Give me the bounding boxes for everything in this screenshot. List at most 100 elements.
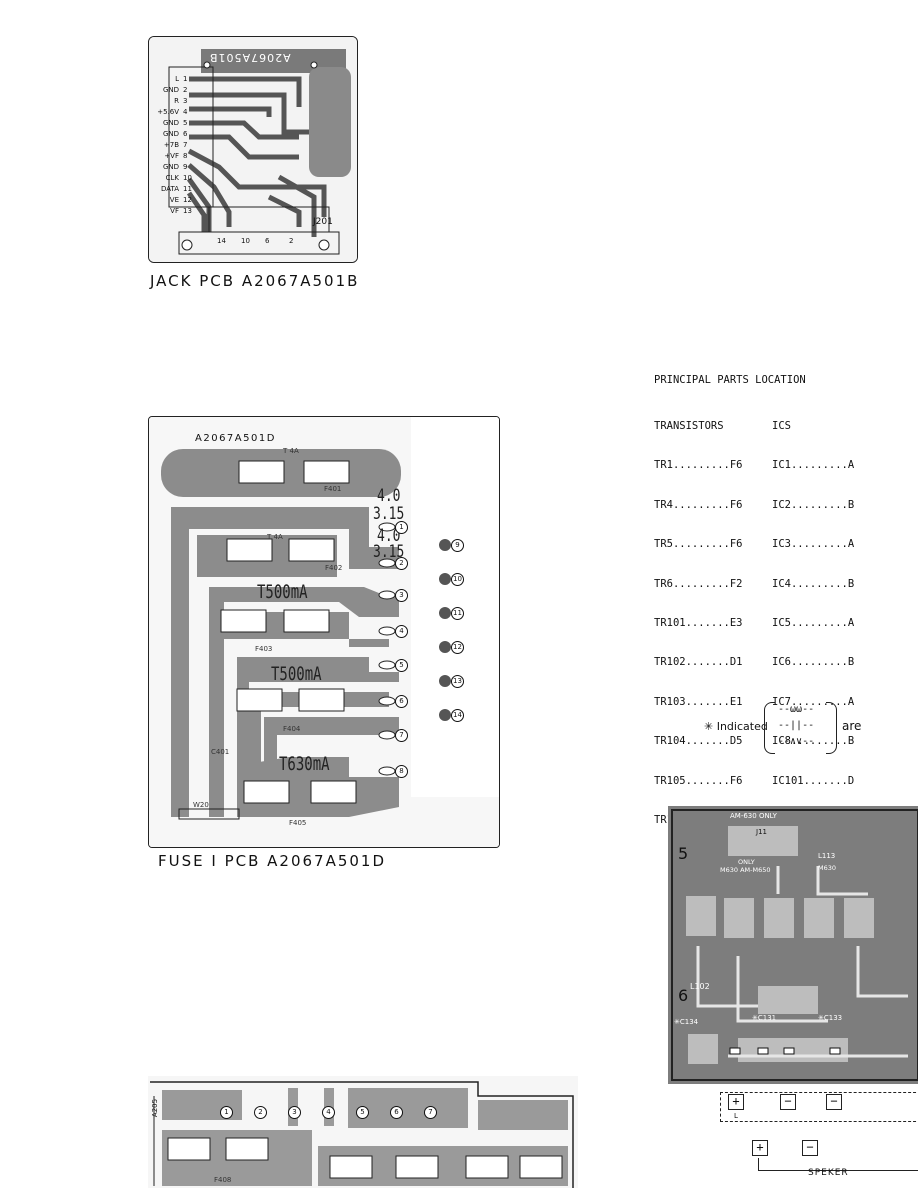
voltage-label: 4.0: [377, 486, 401, 507]
output-number: 1: [395, 521, 408, 534]
fuse-rating: T500mA: [257, 582, 308, 604]
voltage-label: 4.0: [377, 526, 401, 547]
output-number: 4: [395, 625, 408, 638]
jack-connector-label: J201: [313, 217, 333, 227]
tuner-label: ✳C131: [752, 1014, 777, 1022]
output-number: 7: [424, 1106, 437, 1119]
pin-number: 8: [183, 152, 188, 160]
terminal-sign: −: [826, 1094, 842, 1110]
bottom-pin-number: 14: [217, 237, 226, 245]
capacitor-label: C401: [211, 748, 230, 756]
side-number: 11: [451, 607, 464, 620]
jack-pcb: A2067A501B J201 L GND R +5.6V GND GND +7…: [148, 36, 358, 263]
legend-symbol: --ωω--: [778, 704, 815, 715]
fuse1-pcb-traces: [149, 417, 499, 847]
legend-suffix: are: [842, 719, 862, 733]
bottom-pin-number: 10: [241, 237, 250, 245]
ics-header: ICS: [772, 420, 791, 432]
pin-number: 13: [183, 207, 192, 215]
pin-label: VF: [170, 207, 179, 215]
side-number: 12: [451, 641, 464, 654]
legend-symbol: --∧∨--: [778, 736, 815, 747]
output-number: 4: [322, 1106, 335, 1119]
fuse2-board-text: A205: [151, 1098, 160, 1118]
tuner-label: ✳C134: [674, 1018, 699, 1026]
legend-symbol: --||--: [778, 720, 815, 731]
ic-column: ICS IC1.........A IC2.........B IC3.....…: [772, 396, 854, 814]
pin-label: +7B: [163, 141, 179, 149]
output-number: 6: [395, 695, 408, 708]
pin-number: 10: [183, 174, 192, 182]
speaker-label: SPEKER: [808, 1168, 849, 1178]
fuse-rating: T630mA: [279, 754, 330, 776]
ic-entry: IC8.........B: [772, 735, 855, 748]
pin-label: +VF: [164, 152, 179, 160]
voltage-label: 3.15: [373, 504, 405, 525]
pin-number: 11: [183, 185, 192, 193]
legend-marker-text: ✳ Indicated: [704, 720, 768, 733]
pin-label: R: [174, 97, 179, 105]
transistor-entry: TR6.........F2: [654, 577, 743, 590]
output-number: 3: [395, 589, 408, 602]
transistor-entry: TR101.......E3: [654, 616, 743, 629]
output-number: 5: [356, 1106, 369, 1119]
terminal-outline: [720, 1092, 918, 1122]
transistor-entry: TR5.........F6: [654, 538, 743, 551]
pin-number: 6: [183, 130, 188, 138]
tuner-label: ✳C133: [818, 1014, 843, 1022]
side-number: 9: [451, 539, 464, 552]
pin-number: 2: [183, 86, 188, 94]
ic-entry: IC6.........B: [772, 656, 855, 669]
output-number: 3: [288, 1106, 301, 1119]
legend-left-bracket: [764, 702, 775, 754]
terminal-caption: L: [734, 1112, 738, 1120]
tuner-label: M630 AM-M650: [720, 866, 771, 874]
pin-label: +5.6V: [157, 108, 179, 116]
pin-label: CLK: [165, 174, 179, 182]
pin-label: GND: [162, 130, 179, 138]
output-number: 6: [390, 1106, 403, 1119]
fuse-rating: T 4A: [267, 533, 283, 541]
transistor-entry: TR102.......D1: [654, 656, 743, 669]
pin-label: GND: [162, 163, 179, 171]
jack-pcb-board-text: A2067A501B: [209, 51, 291, 64]
transistor-entry: TR105.......F6: [654, 774, 743, 787]
tuner-label: AM-630 ONLY: [730, 812, 777, 820]
connector-label: W20: [193, 801, 209, 809]
fuse2-pcb: A205 1 2 3 4 5 6 7 F408: [148, 1076, 578, 1188]
tuner-label: L113: [818, 852, 836, 860]
terminal-sign: +: [752, 1140, 768, 1156]
pin-number: 12: [183, 196, 192, 204]
tuner-label: M630: [818, 864, 837, 872]
ic-entry: IC1.........A: [772, 459, 855, 472]
ic-entry: IC5.........A: [772, 616, 855, 629]
terminal-sign: +: [728, 1094, 744, 1110]
side-number: 10: [451, 573, 464, 586]
parts-location-title: PRINCIPAL PARTS LOCATION: [654, 374, 806, 386]
pin-label: GND: [162, 86, 179, 94]
speaker-terminals: + − − L + − SPEKER: [668, 1084, 918, 1188]
output-number: 2: [254, 1106, 267, 1119]
pin-label: GND: [162, 119, 179, 127]
fuse-ref: F403: [255, 645, 273, 653]
fuse2-pcb-traces: [148, 1076, 578, 1188]
terminal-sign: −: [780, 1094, 796, 1110]
ic-entry: IC101.......D: [772, 774, 855, 787]
fuse-rating: T 4A: [283, 447, 299, 455]
terminal-sign: −: [802, 1140, 818, 1156]
transistor-entry: TR1.........F6: [654, 459, 743, 472]
tuner-label: J11: [756, 828, 767, 836]
jack-pcb-caption: JACK PCB A2067A501B: [150, 272, 360, 290]
ic-entry: IC3.........A: [772, 538, 855, 551]
tuner-row-marker: 5: [678, 844, 689, 863]
voltage-label: 3.15: [373, 542, 405, 563]
legend-right-bracket: [826, 702, 837, 754]
tuner-label: L102: [690, 982, 710, 991]
output-number: 2: [395, 557, 408, 570]
fuse-ref: F401: [324, 485, 342, 493]
pin-number: 4: [183, 108, 188, 116]
output-number: 5: [395, 659, 408, 672]
pin-number: 7: [183, 141, 188, 149]
transistors-header: TRANSISTORS: [654, 420, 724, 432]
fuse-ref: F408: [214, 1176, 232, 1184]
